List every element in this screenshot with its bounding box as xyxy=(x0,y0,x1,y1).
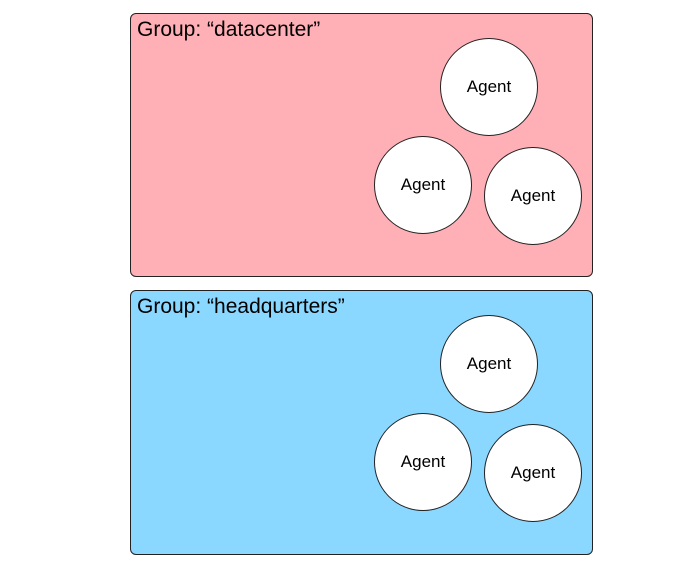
agent-node: Agent xyxy=(440,315,538,413)
agent-node: Agent xyxy=(374,136,472,234)
agent-node: Agent xyxy=(374,413,472,511)
agent-node: Agent xyxy=(484,147,582,245)
group-headquarters: Group: “headquarters” Agent Agent Agent xyxy=(130,290,593,555)
group-label: Group: “headquarters” xyxy=(137,295,345,318)
agent-node: Agent xyxy=(440,38,538,136)
group-label: Group: “datacenter” xyxy=(137,18,321,41)
group-datacenter: Group: “datacenter” Agent Agent Agent xyxy=(130,13,593,277)
agent-node: Agent xyxy=(484,424,582,522)
